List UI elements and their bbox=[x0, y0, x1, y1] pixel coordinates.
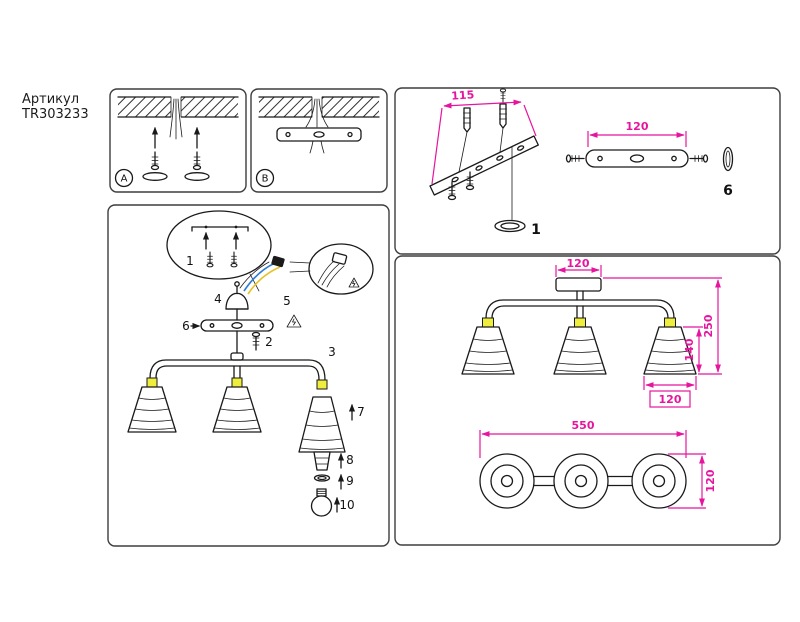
dim-140-label: 140 bbox=[683, 338, 696, 361]
dim-shade-140: 140 bbox=[683, 326, 703, 373]
socket-2 bbox=[231, 377, 243, 388]
callout-4: 4 bbox=[214, 292, 222, 306]
callout-3: 3 bbox=[328, 345, 336, 359]
callout-5: 5 bbox=[283, 294, 291, 308]
panel-a-badge: A bbox=[114, 168, 134, 188]
dim-115: 115 bbox=[431, 88, 537, 185]
dim-120-bracket-label: 120 bbox=[626, 120, 649, 133]
callout-10: 10 bbox=[339, 498, 354, 512]
callout-1: 1 bbox=[186, 254, 194, 268]
dim-550-label: 550 bbox=[572, 419, 595, 432]
dim-shade-120-label: 120 bbox=[659, 393, 682, 406]
mounted-plate bbox=[276, 127, 362, 154]
top-view bbox=[479, 453, 687, 509]
dim-canopy-120-label: 120 bbox=[567, 257, 590, 270]
wiring-detail-bubble bbox=[289, 243, 374, 295]
wire-connector bbox=[271, 255, 285, 268]
canopy-ring: 1 bbox=[494, 219, 541, 238]
bracket-flat bbox=[565, 149, 709, 168]
callout-2: 2 bbox=[265, 335, 273, 349]
front-view bbox=[461, 277, 697, 375]
dim-canopy-120: 120 bbox=[555, 257, 602, 277]
dim-diameter-120: 120 bbox=[668, 453, 717, 509]
shade-2 bbox=[212, 386, 262, 433]
callout-9: 9 bbox=[346, 474, 354, 488]
front-shade-3 bbox=[643, 326, 697, 375]
deco-ring: 6 bbox=[722, 146, 734, 199]
dim-shade-120: 120 bbox=[643, 376, 697, 408]
dim-total-250: 250 bbox=[603, 277, 722, 375]
part-label-6: 6 bbox=[723, 183, 733, 199]
bracket-install-panel: 1 115 120 bbox=[394, 87, 781, 255]
yellow-wire bbox=[247, 266, 281, 295]
dim-120-bracket: 120 bbox=[587, 120, 687, 147]
shade-3 bbox=[298, 396, 346, 453]
ceiling-wires-b bbox=[305, 98, 329, 128]
callout-7: 7 bbox=[357, 405, 365, 419]
dim-diameter-120-label: 120 bbox=[704, 469, 717, 492]
socket-1 bbox=[146, 377, 158, 388]
part-label-1: 1 bbox=[531, 222, 541, 238]
socket-3 bbox=[316, 379, 328, 390]
mount-rings-a bbox=[142, 172, 210, 181]
ceiling-plate-panel: B bbox=[250, 88, 388, 193]
article-label: Артикул bbox=[22, 92, 80, 107]
warning-triangle-2-icon bbox=[286, 314, 302, 328]
panel-b-badge: B bbox=[255, 168, 275, 188]
warning-note: 5 bbox=[283, 294, 302, 328]
bracket-panel-border bbox=[394, 87, 781, 255]
assembly-panel: 1 bbox=[107, 204, 390, 547]
front-socket-2 bbox=[574, 317, 586, 328]
dim-length-550: 550 bbox=[479, 419, 687, 458]
warning-triangle-icon bbox=[348, 277, 360, 288]
front-socket-3 bbox=[664, 317, 676, 328]
front-shade-2 bbox=[553, 326, 607, 375]
wire-cluster bbox=[234, 255, 285, 295]
front-socket-1 bbox=[482, 317, 494, 328]
screw-detail-bubble: 1 bbox=[166, 210, 272, 292]
dimensions-panel: 120 250 140 120 bbox=[394, 255, 781, 546]
socket-sleeve: 8 bbox=[313, 451, 354, 471]
panel-b-label: B bbox=[262, 174, 269, 185]
bulb: 10 bbox=[310, 488, 355, 517]
drill-direction-arrows bbox=[151, 126, 201, 149]
panel-a-label: A bbox=[121, 174, 128, 185]
screw-part-2: 2 bbox=[251, 331, 273, 351]
dim-115-label: 115 bbox=[451, 88, 475, 103]
dim-250-label: 250 bbox=[702, 314, 715, 337]
top-shade-2 bbox=[553, 453, 609, 509]
front-shade-1 bbox=[461, 326, 515, 375]
fixture-bar bbox=[149, 359, 326, 381]
bracket-3d bbox=[429, 135, 539, 196]
retaining-ring: 9 bbox=[313, 473, 354, 490]
screw-guides bbox=[458, 127, 513, 221]
blue-wire bbox=[243, 262, 276, 292]
top-shade-3 bbox=[631, 453, 687, 509]
callout-6: 6 bbox=[182, 319, 190, 333]
shade-1 bbox=[127, 386, 177, 433]
top-shade-1 bbox=[479, 453, 535, 509]
article-info: Артикул TR303233 bbox=[22, 92, 89, 123]
article-number: TR303233 bbox=[22, 107, 89, 123]
callout-8: 8 bbox=[346, 453, 354, 467]
ceiling-wires-a bbox=[169, 98, 183, 140]
ceiling-prep-panel: A bbox=[109, 88, 247, 193]
assembly-step-7: 7 bbox=[348, 403, 365, 421]
